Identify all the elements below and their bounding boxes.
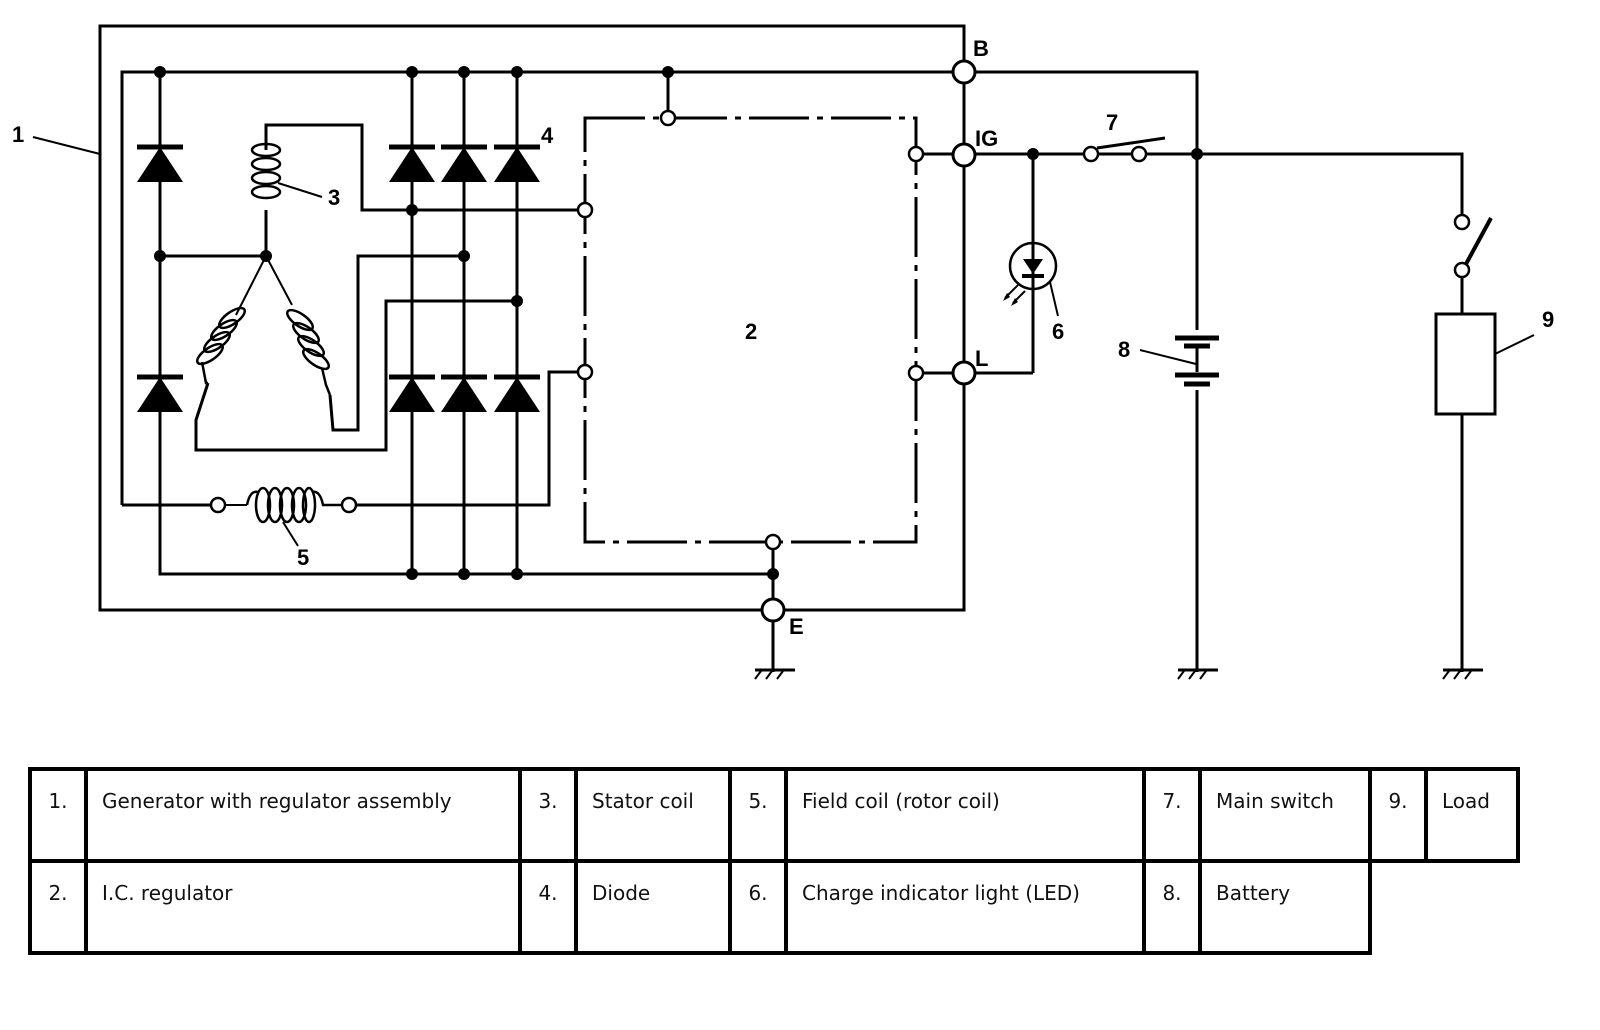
terminal-label-l: L: [975, 346, 988, 371]
legend-number: 8.: [1142, 859, 1202, 955]
field-coil-right-wire: [356, 370, 585, 507]
legend-number: 9.: [1368, 767, 1428, 863]
callout-4: 4: [541, 123, 554, 148]
callout-2: 2: [745, 319, 757, 344]
load-icon: [1434, 312, 1497, 416]
generator-housing: [98, 24, 966, 612]
load-supply-wire: [1197, 152, 1464, 215]
legend-label: I.C. regulator: [84, 859, 522, 955]
legend-label: Generator with regulator assembly: [84, 767, 522, 863]
terminal-label-e: E: [789, 614, 804, 639]
stator-phase-b-wire: [328, 254, 464, 432]
legend-number: 3.: [518, 767, 578, 863]
callout-3: 3: [328, 185, 340, 210]
legend-label: Battery: [1198, 859, 1372, 955]
regulator-terminals: [576, 109, 925, 551]
positive-bus-wire: [120, 70, 1199, 505]
legend-row: 1. Generator with regulator assembly 3. …: [28, 767, 1520, 863]
ground-icon: [1442, 668, 1483, 680]
terminal-label-ig: IG: [975, 126, 998, 151]
callout-8: 8: [1118, 337, 1130, 362]
legend-number: 1.: [28, 767, 88, 863]
stator-leg-left: [235, 255, 267, 316]
terminal-label-b: B: [973, 36, 989, 61]
stator-phase-a-wire: [264, 123, 585, 212]
battery-icon: [1175, 330, 1219, 390]
terminal-b: [951, 59, 977, 85]
callout-leader-5: [282, 521, 299, 547]
callout-1: 1: [12, 122, 24, 147]
legend-label: Stator coil: [574, 767, 732, 863]
legend-number: 4.: [518, 859, 578, 955]
callout-leader-8: [1139, 349, 1197, 365]
callout-7: 7: [1106, 110, 1118, 135]
led-icon: [1003, 241, 1058, 306]
legend-number: 2.: [28, 859, 88, 955]
callout-leader-3: [277, 182, 323, 198]
load-switch-icon: [1453, 213, 1493, 279]
terminal-ig: [951, 142, 977, 168]
callout-leader-6: [1049, 281, 1059, 317]
legend-label: Load: [1424, 767, 1520, 863]
legend-label: Diode: [574, 859, 732, 955]
terminal-e: [760, 597, 786, 623]
charging-system-schematic: 1 4 3: [12, 24, 1554, 680]
junction-dots: [154, 66, 1203, 580]
callout-leader-9: [1494, 334, 1535, 355]
legend-number: 5.: [728, 767, 788, 863]
field-coil-symbol: [209, 486, 358, 524]
callout-leader-1: [32, 136, 101, 155]
legend-number: 6.: [728, 859, 788, 955]
legend-label: Charge indicator light (LED): [784, 859, 1146, 955]
ic-regulator-box: [583, 116, 918, 544]
stator-coil-symbol: [195, 142, 332, 396]
ground-icon: [754, 668, 795, 680]
callout-9: 9: [1542, 307, 1554, 332]
legend-number: 7.: [1142, 767, 1202, 863]
diode-symbols: [137, 144, 540, 412]
stator-phase-c-wire: [194, 299, 517, 452]
stator-leg-right: [265, 255, 293, 306]
legend-empty-cell: [1370, 859, 1518, 953]
legend-label: Field coil (rotor coil): [784, 767, 1146, 863]
callout-6: 6: [1052, 319, 1064, 344]
legend-table: 1. Generator with regulator assembly 3. …: [28, 767, 1520, 955]
callout-5: 5: [297, 545, 309, 570]
negative-bus-wire: [158, 72, 773, 576]
terminal-l: [951, 360, 977, 386]
legend-label: Main switch: [1198, 767, 1372, 863]
ground-icon: [1177, 668, 1218, 680]
main-switch-icon: [1082, 136, 1166, 163]
generator-terminals: [760, 59, 977, 623]
legend-row: 2. I.C. regulator 4. Diode 6. Charge ind…: [28, 859, 1518, 955]
